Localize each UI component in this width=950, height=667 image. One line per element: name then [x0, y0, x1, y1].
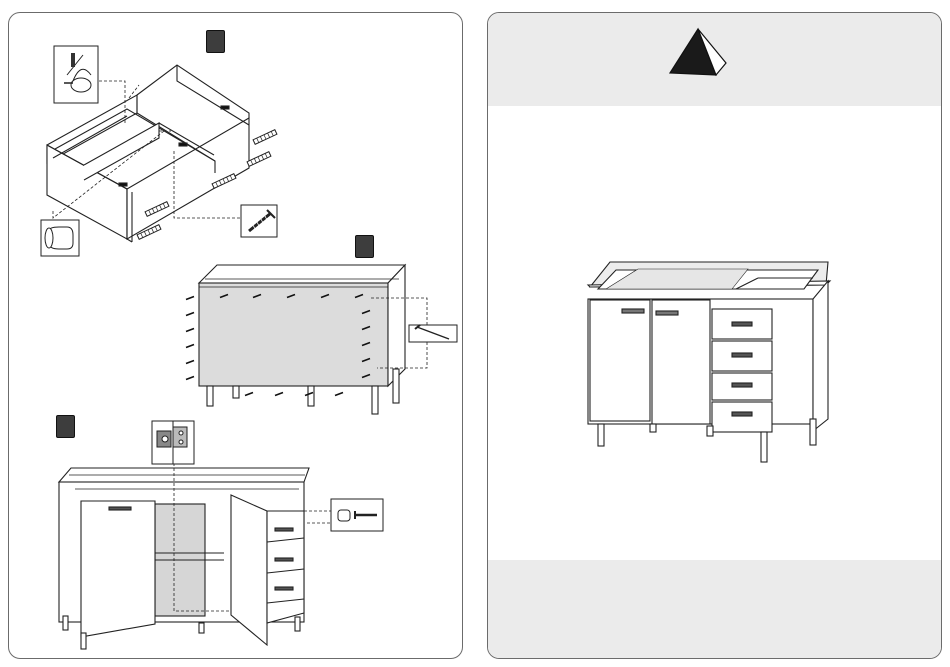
wooden-dowel-icon — [41, 220, 79, 256]
assembly-illustration — [9, 13, 463, 659]
product-illustration — [488, 13, 942, 659]
sink-base-cabinet — [588, 262, 830, 462]
product-overview-panel — [487, 12, 942, 659]
step3-cabinet — [59, 463, 331, 649]
cam-connector-icon — [54, 46, 98, 103]
pyramid-icon — [670, 29, 726, 75]
screw-icon — [241, 205, 277, 237]
assembly-steps-panel — [8, 12, 463, 659]
step2-cabinet — [186, 265, 427, 414]
hinge-icon — [152, 421, 194, 464]
nail-icon — [409, 325, 457, 342]
dowel-and-screw-icon — [331, 499, 383, 531]
